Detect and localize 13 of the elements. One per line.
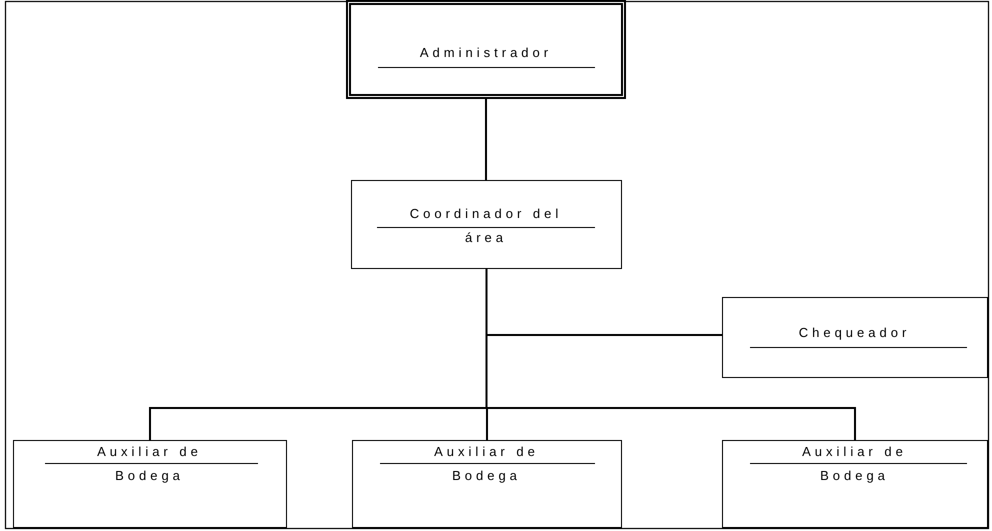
connector-line: [485, 99, 487, 180]
position-box: [722, 297, 988, 378]
position-box: [352, 440, 622, 528]
position-title: Auxiliar de Bodega: [433, 442, 540, 485]
position-box: [346, 0, 626, 99]
position-box: [722, 440, 988, 528]
position-title: Coordinador del área: [408, 204, 564, 246]
position-title: Chequeador: [798, 324, 912, 342]
position-box: [13, 440, 287, 528]
position-title: Auxiliar de Bodega: [801, 442, 908, 485]
position-title: Auxiliar de Bodega: [96, 442, 203, 485]
position-box: [351, 180, 622, 269]
position-title: Administrador: [418, 44, 554, 62]
